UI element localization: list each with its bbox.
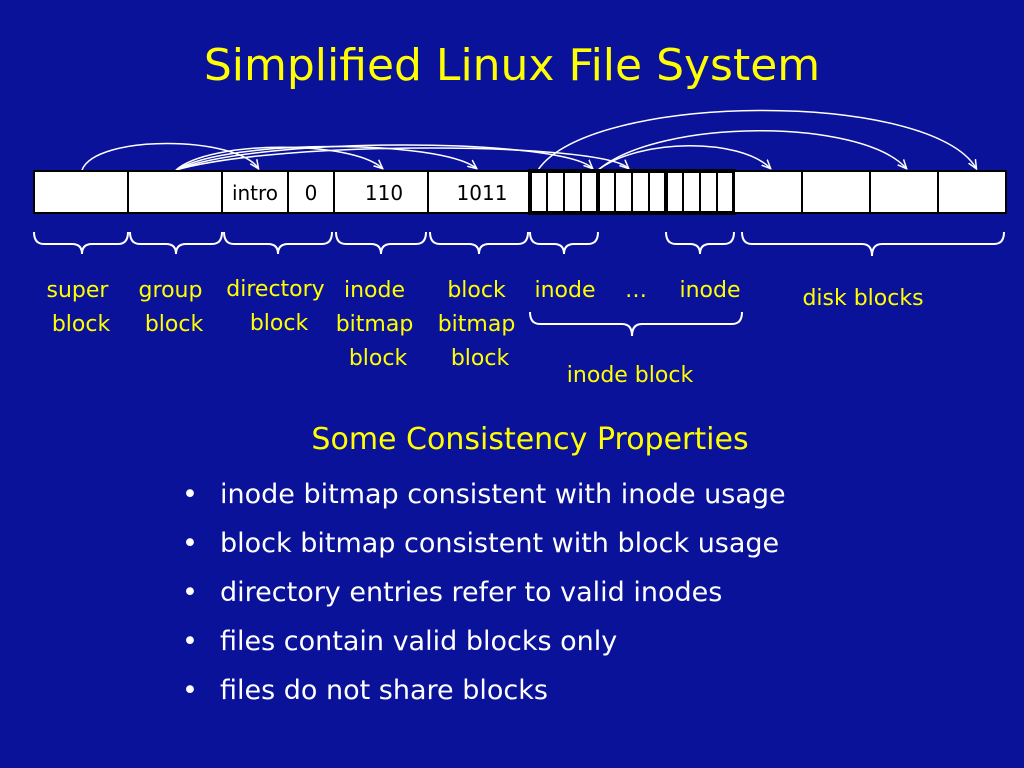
diagram-labels: super block group block directory block … xyxy=(47,277,924,388)
intro-entry-text: intro xyxy=(232,181,278,205)
brace-inode-block xyxy=(529,311,743,337)
disk-block-4 xyxy=(937,170,1007,214)
inode-block-label: inode block xyxy=(567,363,694,388)
arc-group-to-inode-bitmap xyxy=(175,146,382,171)
brace-directory-block xyxy=(223,231,333,255)
last-inode-label: inode xyxy=(679,278,740,303)
bullet-icon: • xyxy=(182,626,198,657)
first-inode-label: inode xyxy=(534,278,595,303)
disk-block-3 xyxy=(869,170,939,214)
block-bitmap-block-label: block bitmap block xyxy=(438,278,523,371)
disk-block-1 xyxy=(733,170,803,214)
brace-last-inode xyxy=(665,231,735,255)
inode-number-cell xyxy=(287,170,335,214)
inode-block-cells xyxy=(528,169,736,215)
inode-bitmap-text: 110 xyxy=(365,181,403,205)
bullet-icon: • xyxy=(182,479,198,510)
arc-inode-to-disk-2 xyxy=(597,130,906,171)
super-block-label: super block xyxy=(47,278,116,337)
list-item-text: files do not share blocks xyxy=(220,675,548,706)
brace-inode-bitmap xyxy=(335,231,427,255)
block-bitmap-text: 1011 xyxy=(457,181,508,205)
bullet-icon: • xyxy=(182,577,198,608)
arc-inode-to-disk-1 xyxy=(597,145,770,171)
list-item: • directory entries refer to valid inodes xyxy=(182,568,786,617)
brace-group-block xyxy=(129,231,223,255)
list-item-text: files contain valid blocks only xyxy=(220,626,618,657)
arc-group-to-inode-block xyxy=(175,144,592,171)
list-item: • files do not share blocks xyxy=(182,666,786,715)
group-block-label: group block xyxy=(139,278,210,337)
disk-block-2 xyxy=(801,170,871,214)
disk-blocks-label: disk blocks xyxy=(802,286,923,311)
arc-inode-to-disk-3 xyxy=(537,109,976,170)
slide-title: Simplified Linux File System xyxy=(203,40,821,91)
brace-disk-blocks xyxy=(741,231,1005,257)
consistency-heading: Some Consistency Properties xyxy=(311,422,749,457)
list-item-text: inode bitmap consistent with inode usage xyxy=(220,479,786,510)
brace-first-inode xyxy=(529,231,599,255)
inode-bitmap-block-label: inode bitmap block xyxy=(336,278,421,371)
block-strip: intro 0 110 1011 xyxy=(33,169,1007,215)
bullet-icon: • xyxy=(182,528,198,559)
list-item-text: directory entries refer to valid inodes xyxy=(220,577,723,608)
ellipsis-label: … xyxy=(625,278,647,303)
directory-block-label: directory block xyxy=(226,277,331,336)
list-item: • block bitmap consistent with block usag… xyxy=(182,519,786,568)
list-item: • inode bitmap consistent with inode usag… xyxy=(182,470,786,519)
consistency-list: • inode bitmap consistent with inode usag… xyxy=(182,470,786,715)
reference-arcs xyxy=(81,109,976,171)
super-block-cell xyxy=(33,170,129,214)
list-item: • files contain valid blocks only xyxy=(182,617,786,666)
block-bitmap-cell xyxy=(427,170,531,214)
brace-super-block xyxy=(33,231,129,255)
group-block-cell xyxy=(127,170,223,214)
list-item-text: block bitmap consistent with block usage xyxy=(220,528,780,559)
brace-block-bitmap xyxy=(429,231,529,255)
braces xyxy=(33,231,1005,337)
inode-number-text: 0 xyxy=(305,181,318,205)
bullet-icon: • xyxy=(182,675,198,706)
arc-dir-to-inode xyxy=(175,147,628,171)
inode-bitmap-cell xyxy=(333,170,429,214)
file-system-diagram: intro 0 110 1011 super block group xyxy=(33,109,1007,388)
